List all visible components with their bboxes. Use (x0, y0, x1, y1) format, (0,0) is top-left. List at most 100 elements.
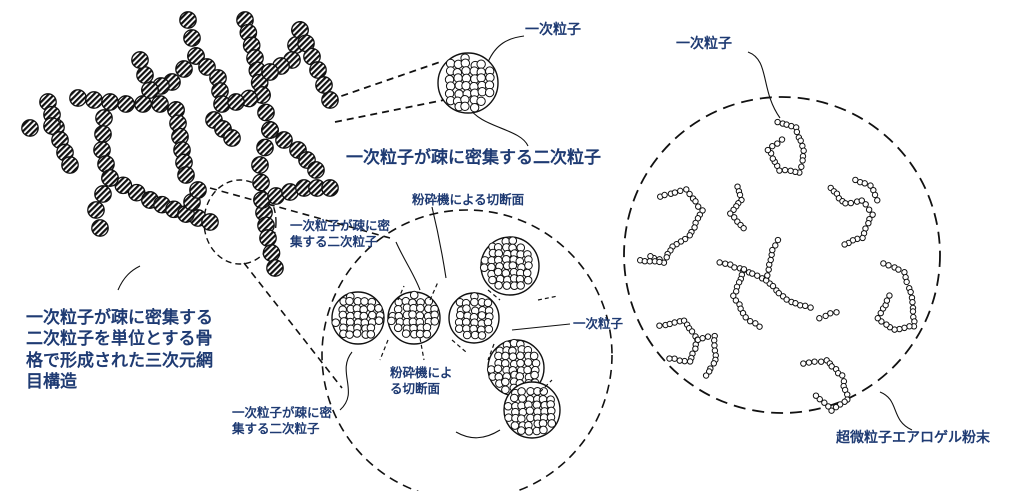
primary-particle (487, 262, 496, 272)
secondary-particle (61, 156, 79, 174)
primary-particle (525, 406, 535, 416)
primary-particle (469, 102, 480, 113)
leader-lines (117, 35, 913, 439)
primary-particle (909, 299, 916, 306)
primary-particle (484, 324, 494, 334)
primary-particle (886, 292, 893, 299)
primary-particle (663, 254, 670, 261)
primary-particle (825, 403, 832, 410)
primary-particle (817, 358, 825, 365)
primary-particle (666, 355, 673, 362)
primary-particle (331, 318, 341, 328)
primary-particle (867, 182, 874, 189)
primary-particle (871, 191, 879, 199)
primary-particle (524, 261, 533, 270)
primary-particle (740, 224, 747, 232)
primary-particle (692, 198, 699, 205)
primary-particle (799, 157, 806, 164)
primary-particle (695, 203, 702, 210)
primary-particle (706, 368, 713, 375)
primary-particle (366, 330, 376, 339)
secondary-particle (151, 95, 169, 113)
primary-particle (805, 359, 813, 366)
secondary-particle (309, 61, 327, 79)
secondary-particle (127, 183, 146, 202)
primary-particle (676, 357, 683, 364)
secondary-particle (275, 131, 293, 149)
label-secondary-particle-inner: 一次粒子が疎に密 集する二次粒子 (290, 218, 391, 249)
secondary-particle (117, 95, 135, 113)
primary-particle (841, 241, 848, 248)
primary-particle (516, 358, 525, 368)
primary-particle (883, 297, 891, 304)
secondary-particle (321, 179, 339, 197)
primary-particle (839, 372, 846, 379)
leader-curve (879, 391, 913, 431)
primary-particle (769, 155, 777, 162)
primary-particle (523, 365, 532, 375)
primary-particle (774, 140, 781, 147)
primary-particle (461, 81, 471, 91)
cut-line (451, 339, 467, 353)
primary-particle (477, 311, 487, 320)
primary-particle (775, 289, 782, 297)
primary-particle (778, 136, 786, 143)
secondary-particle (94, 125, 112, 143)
primary-particle (409, 290, 419, 300)
secondary-particle (223, 129, 241, 147)
label-primary-particle-top: 一次粒子 (525, 22, 581, 38)
secondary-particle (251, 156, 269, 174)
primary-particle (510, 421, 520, 430)
secondary-particle (114, 176, 133, 195)
primary-particle (647, 253, 654, 260)
primary-particle (345, 296, 354, 306)
zoom-projection-line (243, 262, 343, 389)
secondary-particle (261, 63, 279, 81)
primary-particle (774, 118, 781, 126)
primary-particle (488, 275, 497, 285)
primary-particle (661, 191, 668, 199)
primary-particle (493, 267, 503, 277)
primary-particle (903, 278, 910, 286)
primary-particle (517, 414, 526, 424)
primary-particle (494, 351, 503, 361)
primary-particle (374, 316, 384, 325)
secondary-particle (85, 91, 103, 109)
leader-curve (747, 51, 781, 119)
secondary-particle (179, 11, 197, 29)
zoom-view (321, 52, 613, 495)
primary-particle (787, 167, 794, 174)
secondary-particle (94, 185, 112, 203)
primary-particle (416, 303, 425, 313)
primary-particle (802, 302, 809, 310)
primary-particle (793, 128, 801, 136)
primary-particle (752, 320, 759, 327)
secondary-particle (252, 173, 270, 192)
primary-particle (656, 322, 663, 329)
primary-particle (822, 312, 829, 320)
primary-particle (671, 319, 678, 326)
primary-particle (874, 197, 881, 204)
leader-curve (487, 35, 525, 63)
primary-particle (727, 210, 734, 217)
leader-curve (395, 241, 421, 291)
primary-particle (865, 206, 873, 213)
primary-particle (828, 363, 835, 370)
primary-particle (393, 323, 403, 333)
primary-particle (508, 236, 518, 245)
primary-particle (524, 426, 534, 436)
primary-particle (477, 331, 487, 340)
primary-particle (529, 351, 539, 361)
secondary-particle (43, 117, 61, 135)
cut-line (537, 295, 559, 301)
primary-particle (722, 260, 729, 267)
primary-particle (885, 262, 892, 269)
primary-particle (494, 280, 503, 290)
secondary-particle (189, 181, 207, 199)
primary-particle (800, 147, 807, 154)
primary-particle (798, 163, 805, 170)
label-secondary-particle-bottom: 一次粒子が疎に密 集する二次粒子 (232, 405, 333, 436)
primary-particle (716, 259, 723, 266)
primary-particle (671, 189, 679, 196)
